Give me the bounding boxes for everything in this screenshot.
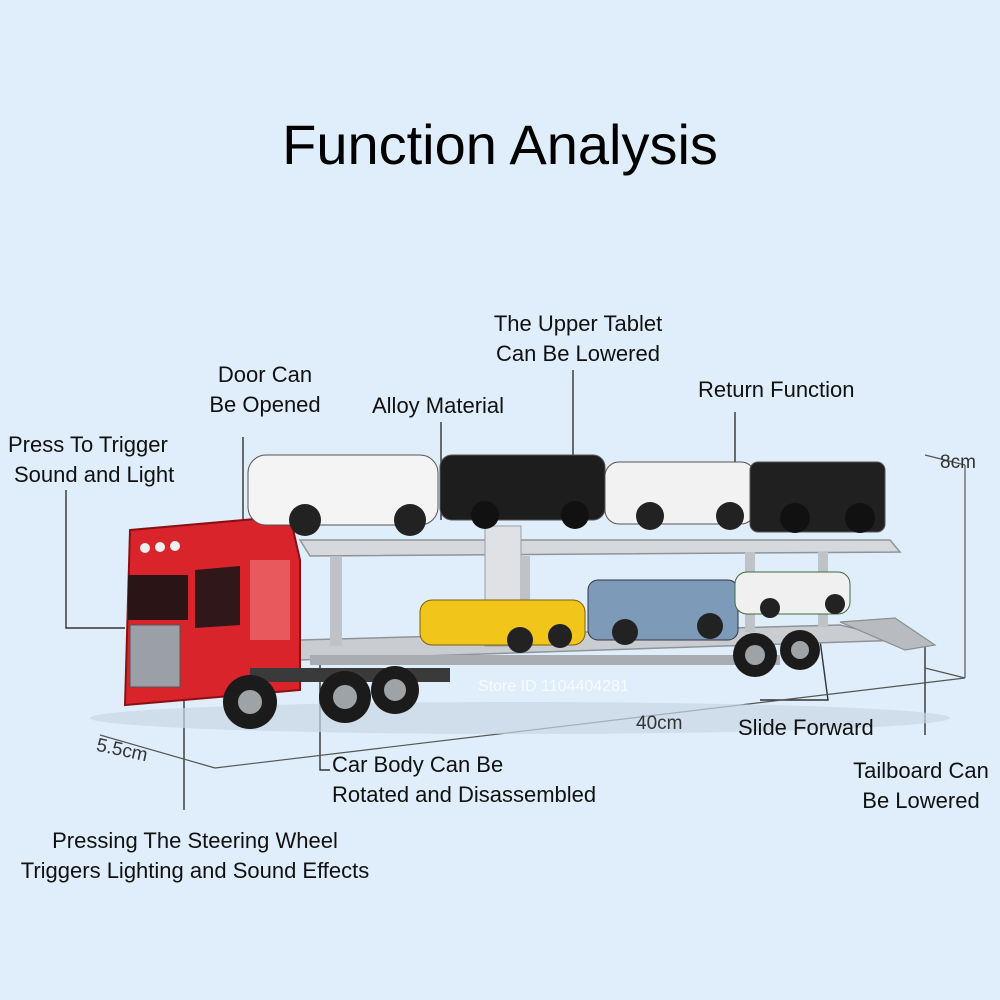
- dimension-length: 40cm: [636, 713, 683, 734]
- label-car-body-line-1: Car Body Can Be: [332, 752, 504, 777]
- dimension-height: 8cm: [940, 452, 976, 473]
- ground-shadow: [90, 702, 950, 734]
- label-door-line-1: Door Can: [217, 362, 313, 387]
- truck-cab: [123, 514, 301, 707]
- label-press-trigger-line-2: Sound and Light: [14, 462, 175, 487]
- label-car-body-line-2: Rotated and Disassembled: [332, 782, 597, 807]
- upper-cars: [247, 454, 886, 536]
- label-slide-forward: Slide Forward: [738, 715, 874, 740]
- label-upper-tablet-line-2: Can Be Lowered: [496, 341, 660, 366]
- label-press-trigger-line-1: Press To Trigger: [8, 432, 168, 457]
- label-door: Door Can Be Opened: [195, 360, 335, 420]
- label-return-function: Return Function: [698, 377, 855, 402]
- label-tailboard: Tailboard Can Be Lowered: [842, 756, 1000, 816]
- label-tailboard-line-1: Tailboard Can: [853, 758, 989, 783]
- label-steering: Pressing The Steering Wheel Triggers Lig…: [0, 826, 390, 886]
- label-door-line-2: Be Opened: [209, 392, 321, 417]
- truck-wheels: [223, 630, 820, 729]
- label-alloy: Alloy Material: [372, 393, 505, 418]
- label-car-body: Car Body Can Be Rotated and Disassembled: [332, 750, 596, 810]
- lower-cars: [419, 571, 851, 653]
- label-steering-line-2: Triggers Lighting and Sound Effects: [20, 858, 370, 883]
- label-tailboard-line-2: Be Lowered: [862, 788, 980, 813]
- label-steering-line-1: Pressing The Steering Wheel: [52, 828, 338, 853]
- label-press-trigger: Press To Trigger Sound and Light: [8, 430, 174, 490]
- label-upper-tablet-line-1: The Upper Tablet: [493, 311, 663, 336]
- label-upper-tablet: The Upper Tablet Can Be Lowered: [478, 309, 678, 369]
- store-watermark: Store ID 1104404281: [478, 678, 629, 695]
- page-title: Function Analysis: [282, 113, 718, 176]
